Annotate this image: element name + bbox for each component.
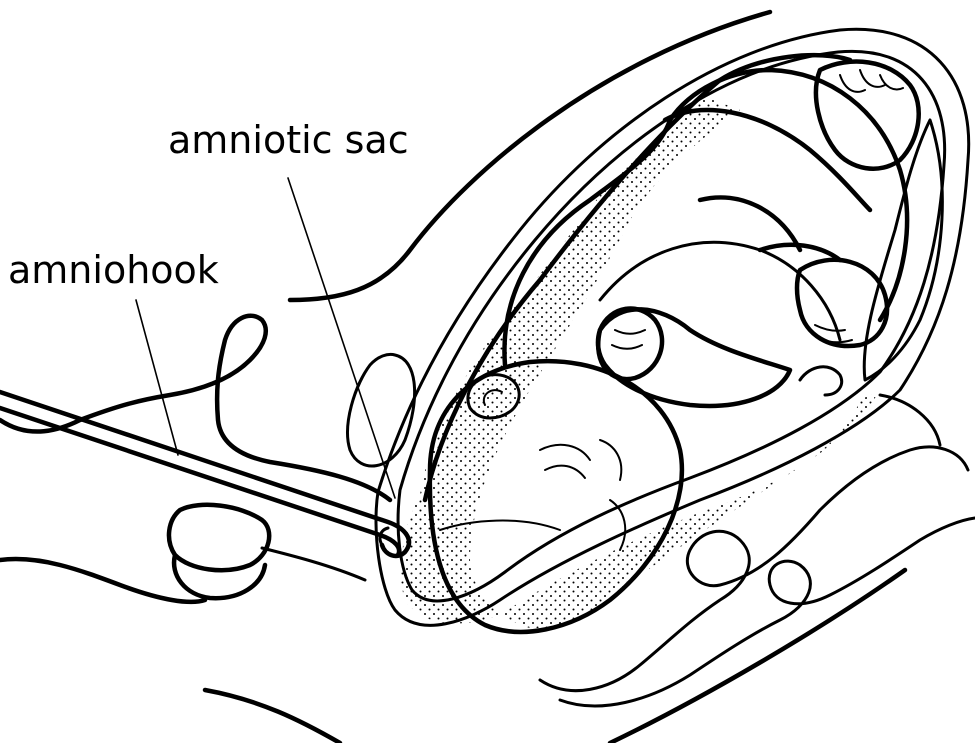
fingers [612, 330, 645, 349]
amniohook-label: amniohook [8, 251, 219, 289]
cheek [600, 440, 621, 480]
pelvic-floor-line [610, 570, 905, 743]
pelvic-curve [880, 395, 940, 445]
amniohook-leader [136, 300, 178, 455]
lower-skin-line [205, 690, 340, 743]
fetal-hand [598, 309, 662, 380]
fetal-arm [598, 309, 790, 406]
bladder [348, 354, 415, 466]
amniotic-sac-label: amniotic sac [168, 121, 409, 159]
amniohook-instrument-lower [0, 408, 399, 555]
chin-line [610, 500, 625, 550]
operator-finger-line [262, 548, 365, 580]
eye [545, 466, 585, 478]
amniotic-sac-leader [288, 178, 395, 498]
eyebrow [540, 445, 590, 460]
umbilical-cord [800, 367, 842, 395]
operator-thumb [169, 505, 269, 570]
amniotic-fluid [401, 95, 880, 628]
